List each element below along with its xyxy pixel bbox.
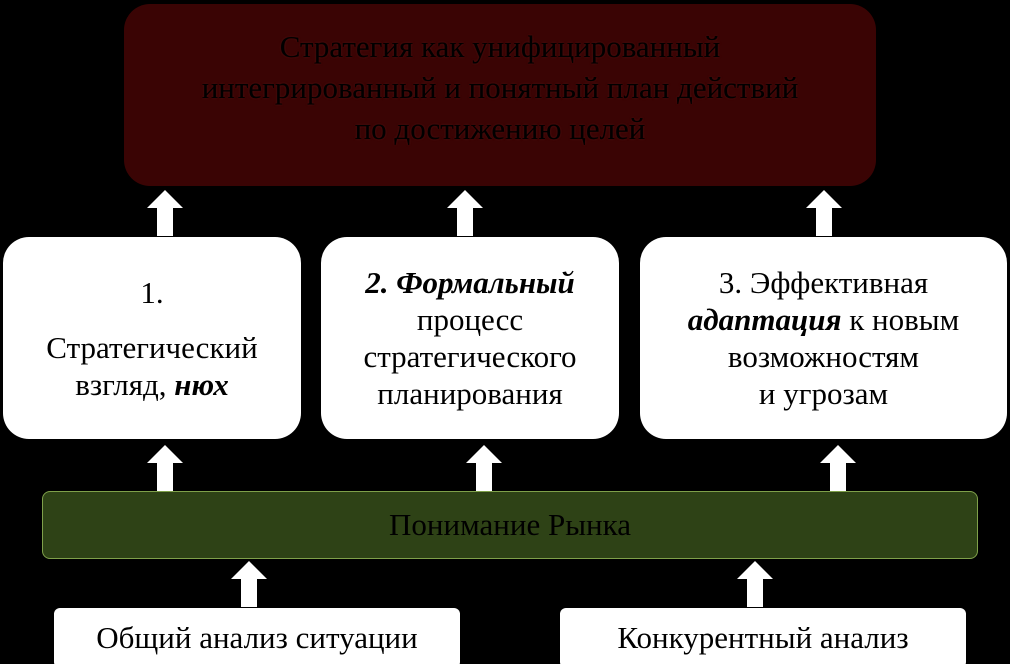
box-3-line-1: 3. Эффективная <box>718 265 929 300</box>
box-2-line-1: 2. Формальный <box>365 265 575 300</box>
strategy-box: Стратегия как унифицированный интегриров… <box>124 4 876 186</box>
box-3-line-2-emph: адаптация <box>687 302 842 337</box>
strategy-text: Стратегия как унифицированный интегриров… <box>202 26 799 149</box>
strategic-vision-box: 1. Стратегический взгляд, нюх <box>3 237 301 439</box>
box-3-line-3: возможностям <box>727 339 920 374</box>
arrow-up-icon <box>447 190 483 236</box>
strategy-line-3: по достижению целей <box>354 111 646 146</box>
box-1-line-3: взгляд, нюх <box>75 366 229 403</box>
strategy-line-1: Стратегия как унифицированный <box>279 29 721 64</box>
arrow-up-icon <box>147 445 183 491</box>
arrow-up-icon <box>147 190 183 236</box>
box-3-line-2: адаптация к новым <box>688 301 959 338</box>
situation-analysis-box: Общий анализ ситуации <box>54 608 460 664</box>
box-1-line-3-plain: взгляд, <box>75 366 175 402</box>
formal-planning-box: 2. Формальный процесс стратегического пл… <box>321 237 619 439</box>
box-2-line-2: процесс <box>416 302 524 337</box>
arrow-up-icon <box>737 561 773 607</box>
arrow-up-icon <box>466 445 502 491</box>
box-3-line-2-plain: к новым <box>841 302 960 337</box>
competitive-analysis-box: Конкурентный анализ <box>560 608 966 664</box>
arrow-up-icon <box>231 561 267 607</box>
box-2-line-4: планирования <box>377 376 563 411</box>
box-1-line-1: 1. <box>140 274 164 310</box>
situation-analysis-label: Общий анализ ситуации <box>96 620 418 655</box>
adaptation-box: 3. Эффективная адаптация к новым возможн… <box>640 237 1007 439</box>
market-understanding-box: Понимание Рынка <box>42 491 978 559</box>
strategy-line-2: интегрированный и понятный план действий <box>201 70 799 105</box>
arrow-up-icon <box>806 190 842 236</box>
box-2-line-3: стратегического <box>363 339 577 374</box>
market-label: Понимание Рынка <box>389 507 631 542</box>
box-1-line-3-emph: нюх <box>174 366 229 402</box>
competitive-analysis-label: Конкурентный анализ <box>617 620 909 655</box>
arrow-up-icon <box>820 445 856 491</box>
box-3-line-4: и угрозам <box>758 376 889 411</box>
box-1-line-2: Стратегический <box>46 329 258 365</box>
